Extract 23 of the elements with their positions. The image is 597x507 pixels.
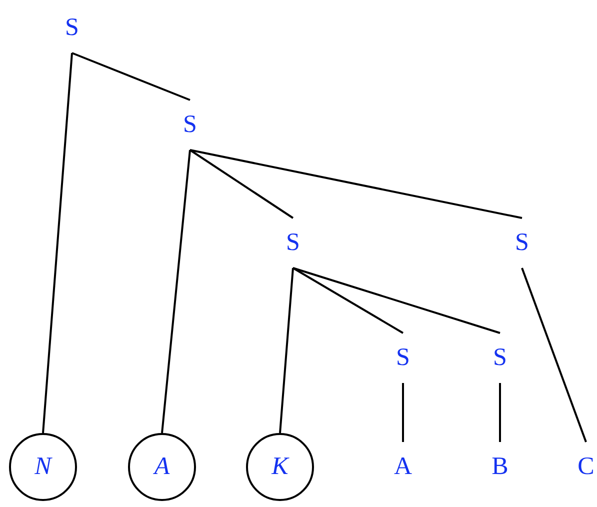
tree-branch-line	[190, 149, 522, 219]
tree-node-label: S	[280, 218, 306, 268]
tree-branch-line	[521, 268, 587, 442]
tree-branch-line	[72, 52, 190, 101]
tree-node-label: B	[487, 442, 513, 492]
tree-node-label: S	[177, 100, 203, 150]
tree-node-label: S	[59, 3, 85, 53]
circled-leaf-node: K	[246, 433, 314, 501]
circled-leaf-node: A	[128, 433, 196, 501]
tree-node-label: A	[390, 442, 416, 492]
tree-branch-line	[499, 383, 501, 442]
tree-branch-line	[279, 268, 294, 434]
tree-node-label: C	[573, 442, 597, 492]
tree-branch-line	[161, 150, 191, 434]
tree-node-label: S	[509, 218, 535, 268]
tree-branch-line	[189, 149, 294, 219]
tree-node-label: S	[390, 333, 416, 383]
circled-leaf-node: N	[9, 433, 77, 501]
tree-branch-line	[292, 267, 500, 334]
tree-branch-line	[42, 52, 73, 434]
tree-branch-line	[292, 267, 404, 334]
tree-branch-line	[402, 383, 404, 442]
tree-node-label: S	[487, 333, 513, 383]
